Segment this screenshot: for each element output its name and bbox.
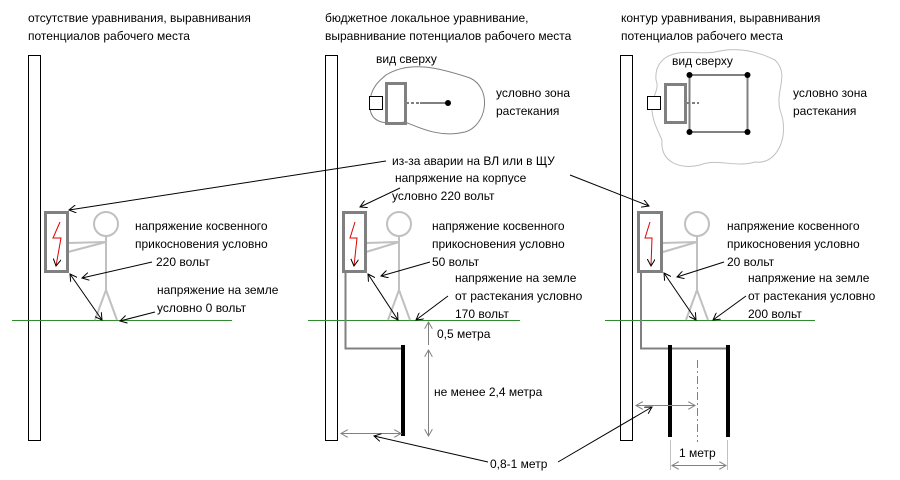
distance-annotation: 0,8-1 метр (374, 407, 652, 471)
touch-voltage-label: прикосновения условно (727, 237, 860, 251)
pole (620, 55, 633, 441)
ground-voltage-label: условно 0 вольт (157, 301, 247, 315)
touch-voltage-label: 220 вольт (156, 255, 210, 269)
ground-voltage-label: напряжение на земле (455, 271, 577, 285)
fault-note: условно 220 вольт (392, 189, 495, 203)
electrical-box (44, 211, 69, 273)
panel-local-equalization: бюджетное локальное уравнивание, выравни… (308, 11, 583, 441)
touch-voltage-label: прикосновения условно (432, 237, 565, 251)
panel-title: отсутствие уравнивания, выравнивания (28, 11, 251, 25)
pole (325, 55, 338, 441)
ground-loop-outline (688, 74, 749, 133)
length-label: не менее 2,4 метра (434, 385, 543, 399)
electrical-box (342, 211, 367, 273)
panel-no-equalization: отсутствие уравнивания, выравнивания пот… (12, 11, 279, 441)
touch-voltage-label: 20 вольт (727, 255, 775, 269)
ground-wire (344, 272, 403, 350)
electrode-dot (744, 72, 751, 78)
electrode-dot (744, 129, 751, 135)
touch-voltage-label: прикосновения условно (135, 237, 268, 251)
fault-annotation: из-за аварии на ВЛ или в ЩУ напряжение н… (69, 154, 649, 210)
lightning-icon (349, 221, 357, 266)
ground-voltage-label: напряжение на земле (748, 271, 870, 285)
spread-zone-outline (651, 49, 784, 167)
zone-label: растекания (496, 104, 559, 118)
spacing-label: 1 метр (679, 446, 716, 460)
pointer-arrow (374, 436, 489, 463)
electrode-dot (445, 100, 451, 106)
top-view-label: вид сверху (672, 54, 733, 68)
pointer-arrow (82, 261, 153, 278)
ground-wire (640, 272, 728, 350)
ground-voltage-label: от растекания условно (455, 289, 583, 303)
person-figure (67, 211, 119, 321)
electrode-dot (686, 72, 693, 78)
electrical-box (637, 211, 663, 273)
panel-title: потенциалов рабочего места (28, 29, 190, 43)
top-view-label: вид сверху (376, 52, 437, 66)
zone-label: условно зона (793, 86, 867, 100)
pointer-arrow (677, 261, 725, 277)
ground-voltage-label: напряжение на земле (157, 283, 279, 297)
panel-title: контур уравнивания, выравнивания (621, 11, 820, 25)
fault-note: напряжение на корпусе (395, 171, 527, 185)
panel-title: потенциалов рабочего места (621, 29, 783, 43)
panel-title: выравнивание потенциалов рабочего места (325, 29, 572, 43)
ground-voltage-label: 200 вольт (748, 307, 802, 321)
electrode-dot (686, 129, 693, 135)
touch-voltage-label: напряжение косвенного (432, 219, 565, 233)
pointer-arrow (557, 407, 652, 463)
pointer-arrow (713, 295, 747, 320)
lightning-icon (52, 221, 62, 266)
pole (28, 55, 41, 441)
pointer-arrow (416, 295, 449, 320)
ground-voltage-label: 170 вольт (455, 307, 509, 321)
top-view-pole (369, 96, 383, 110)
top-view-box (385, 82, 407, 125)
pointer-arrow (120, 311, 156, 321)
top-view-box (664, 83, 687, 124)
touch-voltage-label: 50 вольт (432, 255, 480, 269)
panel-title: бюджетное локальное уравнивание, (325, 11, 528, 25)
zone-label: растекания (793, 104, 856, 118)
pointer-arrow (569, 174, 649, 206)
touch-voltage-arrow (368, 274, 398, 320)
distance-label: 0,8-1 метр (490, 457, 548, 471)
ground-voltage-label: от растекания условно (748, 289, 876, 303)
touch-voltage-arrow (664, 273, 696, 320)
pointer-arrow (360, 187, 401, 207)
person-figure (365, 211, 412, 321)
pointer-arrow (69, 160, 387, 210)
touch-voltage-label: напряжение косвенного (135, 219, 268, 233)
touch-voltage-arrow (70, 274, 102, 320)
zone-label: условно зона (496, 86, 570, 100)
lightning-icon (644, 221, 652, 266)
touch-voltage-label: напряжение косвенного (727, 219, 860, 233)
pointer-arrow (381, 261, 431, 276)
depth-label: 0,5 метра (437, 327, 491, 341)
person-figure (662, 211, 710, 321)
fault-note: из-за аварии на ВЛ или в ЩУ (392, 154, 555, 168)
top-view-pole (647, 96, 661, 110)
panel-ground-loop: контур уравнивания, выравнивания потенци… (605, 11, 876, 470)
